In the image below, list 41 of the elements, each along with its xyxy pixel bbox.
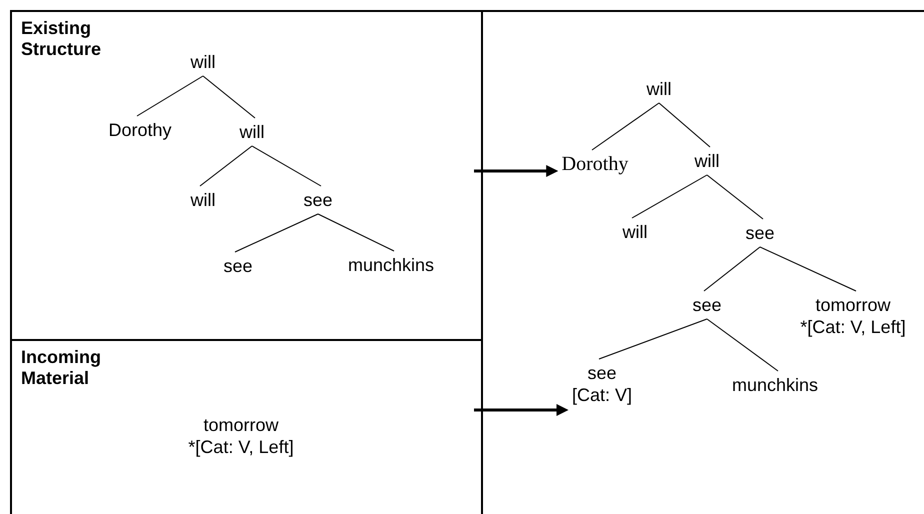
panel-heading: Incoming Material xyxy=(21,347,102,389)
tree-label: see xyxy=(745,222,775,244)
feature-label: *[Cat: V, Left] xyxy=(188,436,294,458)
panel xyxy=(10,10,482,340)
tree-branch xyxy=(760,246,856,292)
tree-branch xyxy=(632,174,708,218)
tree-label: tomorrow xyxy=(202,414,280,436)
feature-label: [Cat: V] xyxy=(572,384,632,406)
tree-branch xyxy=(592,102,660,150)
tree-label: munchkins xyxy=(732,374,818,396)
tree-label: tomorrow xyxy=(814,294,892,316)
tree-label: will xyxy=(190,189,216,211)
tree-label: will xyxy=(240,121,264,143)
tree-branch xyxy=(318,214,394,252)
tree-label: see xyxy=(303,189,333,211)
tree-branch xyxy=(704,246,760,292)
tree-branch xyxy=(136,76,204,116)
tree-branch xyxy=(202,76,256,118)
arrow xyxy=(474,404,568,416)
tree-branch xyxy=(706,318,778,372)
arrow xyxy=(474,165,558,177)
tree-branch xyxy=(200,146,252,186)
panel xyxy=(10,339,482,514)
tree-branch xyxy=(252,146,322,186)
tree-label: munchkins xyxy=(348,254,434,276)
tree-label: Dorothy xyxy=(562,153,628,175)
tree-label: will xyxy=(622,221,648,243)
feature-label: *[Cat: V, Left] xyxy=(800,316,906,338)
tree-label: will xyxy=(694,150,720,172)
tree-branch xyxy=(706,174,764,220)
tree-branch xyxy=(598,318,708,360)
panel-heading: Existing Structure xyxy=(21,18,102,60)
tree-label: will xyxy=(646,78,672,100)
tree-branch xyxy=(658,102,710,148)
tree-label: will xyxy=(190,51,216,73)
tree-label: see xyxy=(223,255,253,277)
tree-branch xyxy=(234,214,318,252)
tree-label: Dorothy xyxy=(108,119,172,141)
panel xyxy=(481,10,924,514)
tree-label: see xyxy=(586,362,618,384)
tree-label: see xyxy=(692,294,722,316)
